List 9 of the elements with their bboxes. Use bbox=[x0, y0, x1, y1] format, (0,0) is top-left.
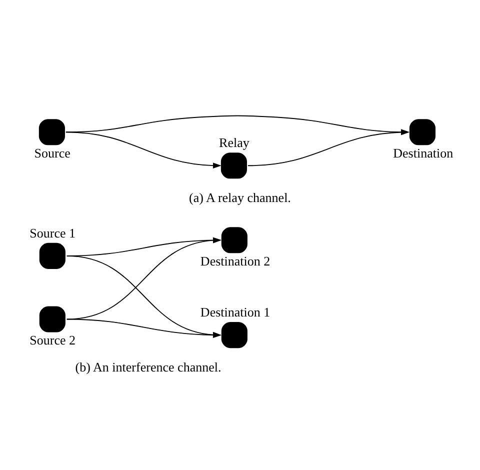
node-label: Destination bbox=[393, 145, 454, 160]
node-label: Source 2 bbox=[30, 332, 76, 348]
node-label: Relay bbox=[219, 135, 250, 150]
node-label: Source bbox=[34, 145, 70, 160]
label: (b) An interference channel. bbox=[75, 360, 222, 375]
node-label: Source 1 bbox=[30, 226, 76, 241]
label: (a) A relay channel. bbox=[189, 190, 291, 206]
node-label: Destination 2 bbox=[200, 253, 270, 268]
node-label: Destination 1 bbox=[200, 304, 270, 320]
